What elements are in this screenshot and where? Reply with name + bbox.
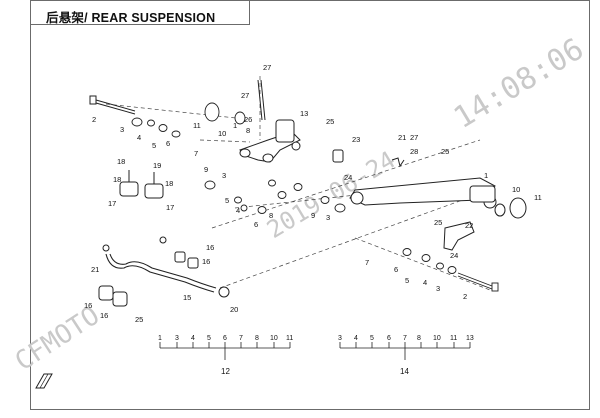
callout-label: 23 — [352, 135, 360, 144]
callout-label: 18 — [117, 157, 125, 166]
callout-label: 19 — [153, 161, 161, 170]
callout-label: 27 — [410, 133, 418, 142]
bracket-22-part — [443, 221, 475, 251]
callout-label: 2 — [92, 115, 96, 124]
callout-label: 25 — [135, 315, 143, 324]
callout-label: 11 — [534, 193, 542, 202]
callout-label: 4 — [137, 133, 141, 142]
callout-label: 16 — [202, 257, 210, 266]
kit-member: 10 — [433, 335, 441, 342]
stabilizer-bushing-parts — [98, 236, 230, 307]
callout-label: 18 — [113, 175, 121, 184]
callout-label: 9 — [311, 211, 315, 220]
kit-member: 11 — [286, 335, 293, 342]
kit-member: 5 — [370, 335, 374, 342]
callout-label: 24 — [450, 251, 458, 260]
callout-label: 25 — [326, 117, 334, 126]
kit-group-brackets — [159, 342, 471, 360]
kit-group-12-members: 1 3 4 5 6 7 8 10 11 — [158, 335, 293, 342]
kit-member: 6 — [223, 335, 227, 342]
kit-member: 3 — [338, 335, 342, 342]
callout-label: 25 — [441, 147, 449, 156]
callout-label: 5 — [405, 276, 409, 285]
rear-bolt-part — [89, 95, 136, 115]
callout-label: 27 — [241, 91, 249, 100]
callout-label: 21 — [91, 265, 99, 274]
callout-label: 27 — [263, 63, 271, 72]
kit-member: 10 — [270, 335, 278, 342]
kit-member: 1 — [158, 335, 162, 342]
callout-label: 5 — [225, 196, 229, 205]
kit-member: 7 — [403, 335, 407, 342]
callout-label: 6 — [254, 220, 258, 229]
callout-label: 6 — [394, 265, 398, 274]
kit-member: 5 — [207, 335, 211, 342]
callout-label: 17 — [108, 199, 116, 208]
stabilizer-bracket-part — [119, 170, 164, 199]
callout-label: 16 — [206, 243, 214, 252]
callout-label: 9 — [204, 165, 208, 174]
callout-label: 18 — [165, 179, 173, 188]
callout-label: 1 — [233, 121, 237, 130]
drawing-frame — [30, 0, 590, 410]
kit-member: 4 — [354, 335, 358, 342]
kit-member: 7 — [239, 335, 243, 342]
callout-label: 7 — [365, 258, 369, 267]
lower-right-hardware-parts — [402, 248, 499, 292]
lower-control-arm-part — [349, 177, 527, 219]
callout-label: 26 — [244, 115, 252, 124]
middle-hardware-parts — [204, 179, 346, 214]
callout-label: 3 — [120, 125, 124, 134]
callout-label: 13 — [300, 109, 308, 118]
callout-label: 28 — [410, 147, 418, 156]
kit-member: 13 — [466, 335, 474, 342]
callout-label: 16 — [84, 301, 92, 310]
clip-parts — [332, 149, 405, 168]
callout-label: 4 — [423, 278, 427, 287]
title-separator — [249, 0, 250, 25]
kit-member: 8 — [417, 335, 421, 342]
callout-label: 15 — [183, 293, 191, 302]
callout-label: 20 — [230, 305, 238, 314]
callout-label: 3 — [436, 284, 440, 293]
callout-label: 10 — [218, 129, 226, 138]
callout-label: 8 — [269, 211, 273, 220]
callout-label: 5 — [152, 141, 156, 150]
kit-member: 4 — [191, 335, 195, 342]
callout-label: 10 — [512, 185, 520, 194]
callout-label: 24 — [344, 173, 352, 182]
diagram-title: 后悬架/ REAR SUSPENSION — [46, 11, 216, 25]
manufacturer-logo-icon — [35, 373, 53, 389]
callout-label: 21 — [398, 133, 406, 142]
kit-group-14-members: 3 4 5 6 7 8 10 11 13 — [338, 335, 474, 342]
title-underline — [30, 24, 250, 25]
kit-group-12-label: 12 — [221, 367, 230, 376]
kit-member: 8 — [255, 335, 259, 342]
callout-label: 7 — [194, 149, 198, 158]
callout-label: 2 — [463, 292, 467, 301]
callout-label: 17 — [166, 203, 174, 212]
callout-label: 6 — [166, 139, 170, 148]
callout-label: 22 — [465, 221, 473, 230]
callout-label: 8 — [246, 126, 250, 135]
callout-label: 4 — [236, 206, 240, 215]
callout-label: 11 — [193, 121, 201, 130]
callout-label: 3 — [326, 213, 330, 222]
callout-labels: 2 3 4 5 6 11 10 27 27 26 13 25 7 1 8 9 3… — [84, 63, 542, 324]
upper-control-arm-part — [239, 79, 301, 163]
callout-label: 1 — [484, 171, 488, 180]
callout-label: 25 — [434, 218, 442, 227]
callout-label: 3 — [222, 171, 226, 180]
callout-label: 16 — [100, 311, 108, 320]
kit-member: 6 — [387, 335, 391, 342]
upper-hardware-parts — [131, 102, 246, 138]
kit-member: 11 — [450, 335, 457, 342]
kit-group-14-label: 14 — [400, 367, 409, 376]
kit-member: 3 — [175, 335, 179, 342]
stabilizer-bar-part — [105, 253, 217, 293]
